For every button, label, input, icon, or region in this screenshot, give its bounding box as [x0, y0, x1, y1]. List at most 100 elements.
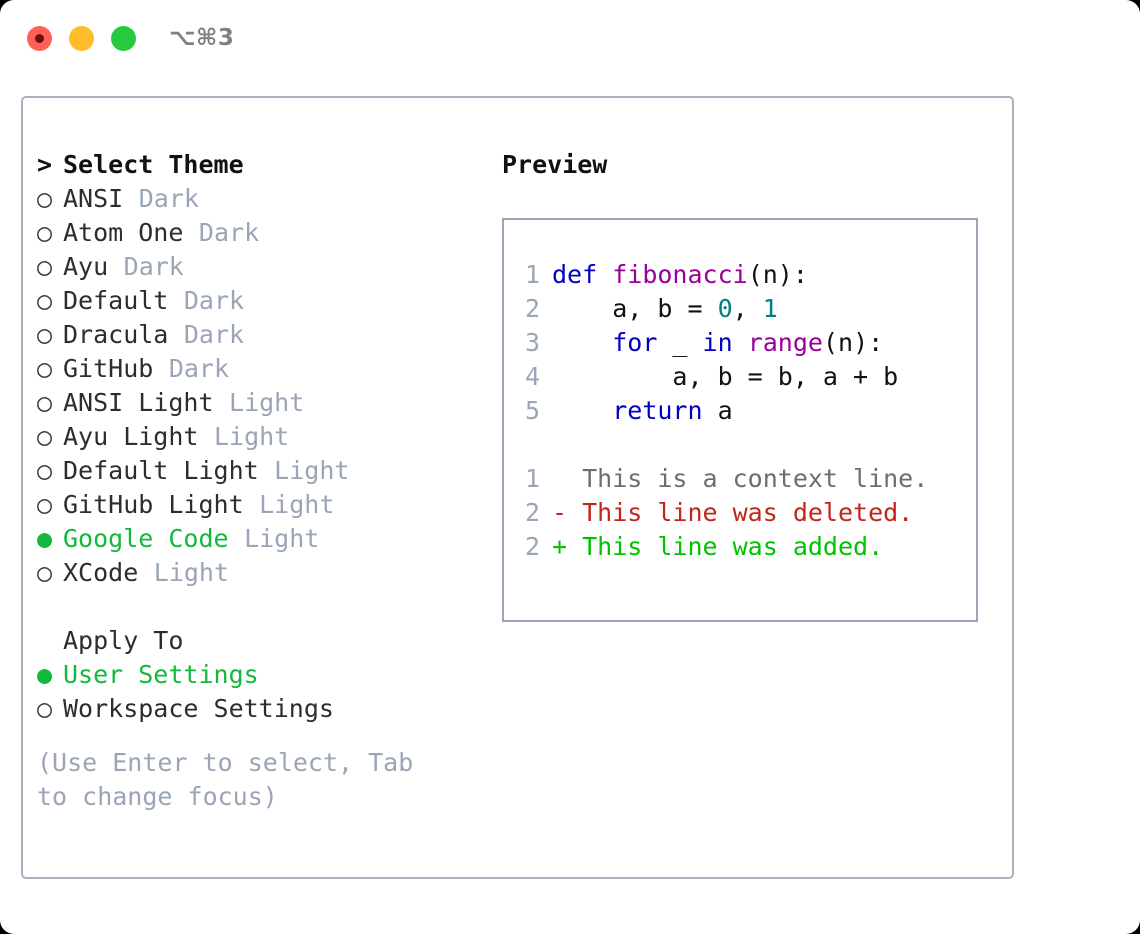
theme-kind-badge: Light [229, 388, 305, 417]
theme-name: Atom One [63, 218, 184, 247]
code-text: a, b = 0, 1 [552, 292, 778, 326]
theme-kind-badge: Light [213, 422, 290, 451]
code-line: 3 for _ in range(n): [512, 326, 976, 360]
token-fn: fibonacci [612, 260, 748, 289]
theme-name: GitHub Light [63, 490, 244, 519]
radio-unselected-icon: ○ [37, 286, 53, 315]
line-number: 5 [524, 396, 540, 425]
token-plain [733, 328, 748, 357]
panel-spacer [37, 590, 477, 624]
line-number: 2 [524, 532, 540, 561]
theme-name: Default Light [63, 456, 259, 485]
radio-selected-icon: ● [37, 524, 53, 553]
theme-panel-header: > Select Theme [37, 148, 477, 182]
diff-text-ctx: This is a context line. [552, 464, 929, 493]
theme-kind-badge: Dark [138, 184, 199, 213]
token-plain: a [702, 396, 733, 425]
line-number: 2 [524, 498, 540, 527]
theme-list-item[interactable]: ● Google Code Light [37, 522, 477, 556]
code-text: a, b = b, a + b [552, 360, 898, 394]
page-title: Select Theme [63, 150, 244, 179]
token-kw: in [702, 328, 733, 357]
token-plain [552, 328, 612, 357]
radio-unselected-icon: ○ [37, 490, 53, 519]
token-plain [552, 396, 612, 425]
token-fn: range [747, 328, 823, 357]
apply-to-option[interactable]: ●User Settings [37, 658, 477, 692]
diff-block: 1 This is a context line.2- This line wa… [512, 462, 976, 564]
theme-name: Dracula [63, 320, 169, 349]
code-text: return a [552, 394, 733, 428]
radio-unselected-icon: ○ [37, 694, 53, 723]
radio-unselected-icon: ○ [37, 388, 53, 417]
theme-kind-badge: Dark [168, 354, 230, 383]
apply-to-label: Apply To [63, 626, 184, 655]
token-num: 1 [762, 294, 778, 323]
radio-unselected-icon: ○ [37, 184, 53, 213]
theme-name: Google Code [63, 524, 229, 553]
theme-list-item[interactable]: ○ Default Dark [37, 284, 477, 318]
apply-to-option-label: User Settings [63, 660, 259, 689]
line-number: 3 [524, 328, 540, 357]
theme-kind-badge: Dark [183, 320, 245, 349]
apply-to-option-label: Workspace Settings [63, 694, 334, 723]
code-text: for _ in range(n): [552, 326, 883, 360]
diff-line: 2- This line was deleted. [512, 496, 976, 530]
traffic-lights [27, 26, 136, 51]
theme-list-item[interactable]: ○ Ayu Dark [37, 250, 477, 284]
theme-name: XCode [63, 558, 139, 587]
code-blank-line [512, 428, 976, 462]
token-plain: (n): [747, 260, 808, 289]
apply-to-option[interactable]: ○ Workspace Settings [37, 692, 477, 726]
token-kw: for [612, 328, 658, 357]
apply-to-list: ●User Settings○ Workspace Settings [37, 658, 477, 726]
theme-kind-badge: Light [244, 524, 320, 553]
diff-text-add: + This line was added. [552, 532, 884, 561]
theme-kind-badge: Light [259, 490, 335, 519]
theme-kind-badge: Dark [123, 252, 184, 281]
theme-list-item[interactable]: ○ Dracula Dark [37, 318, 477, 352]
keyboard-hint-text: (Use Enter to select, Tab to change focu… [37, 748, 429, 811]
token-num: 0 [717, 294, 733, 323]
maximize-button[interactable] [111, 26, 136, 51]
token-plain: a, b = b, a + b [552, 362, 899, 391]
line-number: 1 [524, 260, 540, 289]
radio-unselected-icon: ○ [37, 218, 53, 247]
theme-list-item[interactable]: ○ ANSI Light Light [37, 386, 477, 420]
code-text: def fibonacci(n): [552, 258, 808, 292]
preview-title: Preview [502, 150, 608, 179]
theme-name: ANSI Light [63, 388, 214, 417]
radio-unselected-icon: ○ [37, 422, 53, 451]
title-bar: ⌥⌘3 [0, 0, 1140, 76]
theme-kind-badge: Light [274, 456, 350, 485]
theme-name: Ayu [63, 252, 109, 281]
theme-kind-badge: Dark [183, 286, 245, 315]
radio-unselected-icon: ○ [37, 456, 53, 485]
token-plain: a, b = [552, 294, 718, 323]
theme-name: Default [63, 286, 169, 315]
radio-unselected-icon: ○ [37, 252, 53, 281]
code-line: 2 a, b = 0, 1 [512, 292, 976, 326]
radio-unselected-icon: ○ [37, 320, 53, 349]
minimize-button[interactable] [69, 26, 94, 51]
diff-line: 1 This is a context line. [512, 462, 976, 496]
close-button[interactable] [27, 26, 52, 51]
keyboard-shortcut-label: ⌥⌘3 [169, 25, 235, 51]
code-line: 1 def fibonacci(n): [512, 258, 976, 292]
selection-marker-icon: > [37, 150, 53, 179]
theme-list-item[interactable]: ○ GitHub Light Light [37, 488, 477, 522]
token-plain: (n): [822, 328, 884, 357]
theme-list-item[interactable]: ○ Default Light Light [37, 454, 477, 488]
